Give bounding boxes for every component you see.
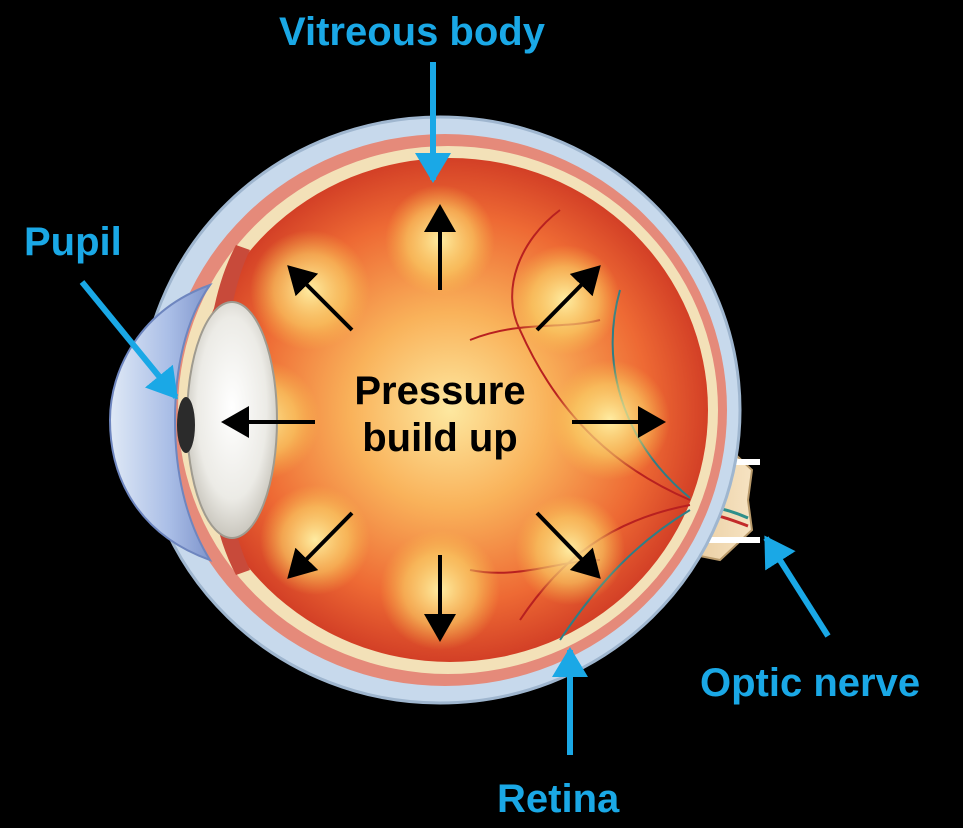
- pressure-text: Pressure build up: [312, 368, 568, 462]
- pressure-text-line-1: Pressure: [312, 368, 568, 415]
- pupil-shape: [177, 397, 195, 453]
- pupil-label: Pupil: [24, 222, 122, 262]
- pressure-text-line-2: build up: [312, 415, 568, 462]
- vitreous-body-label: Vitreous body: [279, 12, 545, 52]
- retina-label: Retina: [497, 779, 619, 819]
- optic-nerve-pointer-arrow: [766, 538, 828, 636]
- optic-nerve-label: Optic nerve: [700, 663, 920, 703]
